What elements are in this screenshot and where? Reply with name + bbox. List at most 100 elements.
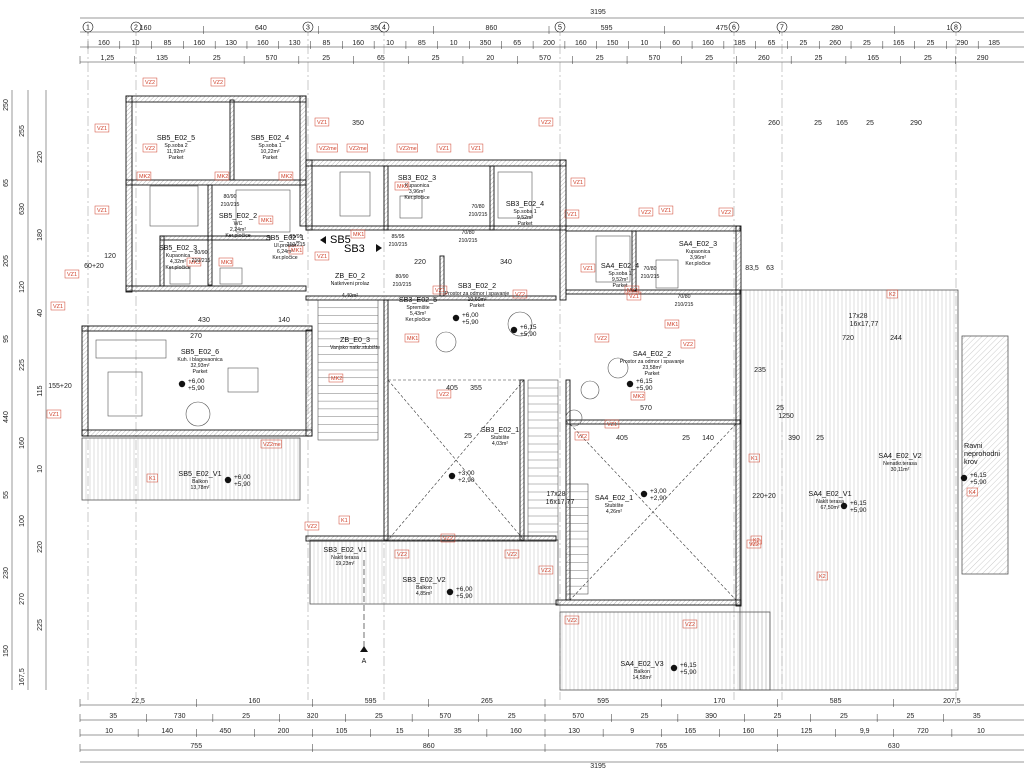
room-line: Parket (263, 155, 279, 161)
dim-text: 755 (190, 743, 202, 750)
tag-box (94, 123, 110, 133)
room-line: WC (234, 221, 243, 227)
opening-size: 210/215 (469, 212, 488, 218)
material-tag: VZ2 (685, 622, 695, 628)
dim-text: 570 (539, 55, 551, 62)
left-dim-text: 250 (3, 99, 10, 111)
room-line: 4,32m² (170, 259, 186, 265)
dim-text: 730 (174, 713, 186, 720)
room-line: Prostor za odmor i spavanje (445, 291, 510, 297)
room-id: SB5_E02_V1 (178, 469, 221, 478)
material-tag: MK2 (633, 394, 644, 400)
interior-dim: 25 (816, 435, 824, 442)
axis-number: 8 (954, 25, 958, 32)
material-tag: VZ2 (515, 292, 525, 298)
tag-box (142, 143, 158, 153)
elevation-lower: +5,90 (456, 593, 473, 600)
interior-dim: 17x28 (546, 491, 565, 498)
dim-text: 290 (977, 55, 989, 62)
room-line: Nenatkr.terasa (883, 461, 917, 467)
roof-note-line-1: Ravni (964, 441, 983, 450)
dim-text: 290 (956, 40, 968, 47)
room-line: Parket (613, 283, 629, 289)
tag-box (538, 565, 554, 575)
material-tag: VZ2 (577, 434, 587, 440)
elevation-symbol (452, 314, 460, 322)
room-line: Balkon (192, 479, 208, 485)
room-line: 10,22m² (260, 149, 279, 155)
dim-text: 595 (601, 25, 613, 32)
interior-dim: 405 (616, 435, 628, 442)
tag-box (404, 333, 420, 343)
tag-box (432, 285, 448, 295)
room-line: Parket (169, 155, 185, 161)
material-tag: VZ2 (641, 210, 651, 216)
elevation-upper: +6,00 (188, 378, 205, 385)
interior-dim: 244 (890, 335, 902, 342)
tag-box (142, 77, 158, 87)
room-line: Balkon (634, 669, 650, 675)
left-dim-text: 10 (37, 465, 44, 473)
tag-box (146, 473, 158, 483)
material-tag: MK1 (261, 218, 272, 224)
dim-text: 25 (863, 40, 871, 47)
dim-text: 130 (568, 728, 580, 735)
dim-text: 25 (375, 713, 383, 720)
left-dim-text: 255 (19, 125, 26, 137)
opening-size: 70/80 (462, 230, 475, 236)
tag-box (210, 77, 226, 87)
interior-dim: 25 (776, 405, 784, 412)
tag-box (314, 251, 330, 261)
left-dim-text: 115 (37, 385, 44, 396)
dim-text: 9,9 (860, 728, 870, 735)
dim-text: 20 (486, 55, 494, 62)
material-tag: VZ2 (145, 80, 155, 86)
room-id: SA4_E02_3 (679, 239, 717, 248)
tag-box (436, 389, 452, 399)
dim-text: 150 (607, 40, 619, 47)
tag-box (314, 117, 330, 127)
tag-box (260, 439, 282, 449)
elevation-upper: +3,00 (650, 488, 667, 495)
material-tag: MK1 (291, 248, 302, 254)
dim-text: 10 (105, 728, 113, 735)
material-tag: K1 (149, 476, 156, 482)
interior-dim: 155+20 (48, 383, 72, 390)
room-id: SB3_E02_5 (399, 295, 437, 304)
top-dimension-row-1: 160640350860595475280185 (87, 25, 958, 34)
material-tag: VZ2 (567, 618, 577, 624)
tag-box (512, 289, 528, 299)
elevation-lower: +5,90 (188, 385, 205, 392)
elevation-upper: +3,00 (458, 470, 475, 477)
material-tag: VZ1 (97, 208, 107, 214)
dim-text: 65 (768, 40, 776, 47)
roof-note-line-3: krov (964, 457, 978, 466)
dim-text: 595 (597, 698, 609, 705)
tag-box (604, 419, 620, 429)
dim-text: 10 (450, 40, 458, 47)
left-dim-text: 230 (3, 567, 10, 579)
opening-size: 70/80 (472, 204, 485, 210)
dim-text: 25 (242, 713, 250, 720)
material-tag: VZ1 (583, 266, 593, 272)
elevation-symbol (640, 490, 648, 498)
dim-text: 165 (684, 728, 696, 735)
tag-box (338, 515, 350, 525)
tag-box (638, 207, 654, 217)
elevation-upper: +6,00 (234, 474, 251, 481)
room-line: Kupaonica (686, 249, 711, 255)
tag-box (46, 409, 62, 419)
room-line: 5,43m² (410, 311, 426, 317)
elevation-upper: +6,15 (680, 662, 697, 669)
room-line: Balkon (416, 585, 432, 591)
room-line: 4,40m² (342, 293, 358, 299)
dim-text: 35 (454, 728, 462, 735)
axis-bubble (728, 21, 740, 33)
elevation-symbol (960, 474, 968, 482)
dim-text: 25 (774, 713, 782, 720)
material-tag: VZ2me (349, 146, 367, 152)
dim-text: 25 (213, 55, 221, 62)
material-tag: MK1 (627, 288, 638, 294)
